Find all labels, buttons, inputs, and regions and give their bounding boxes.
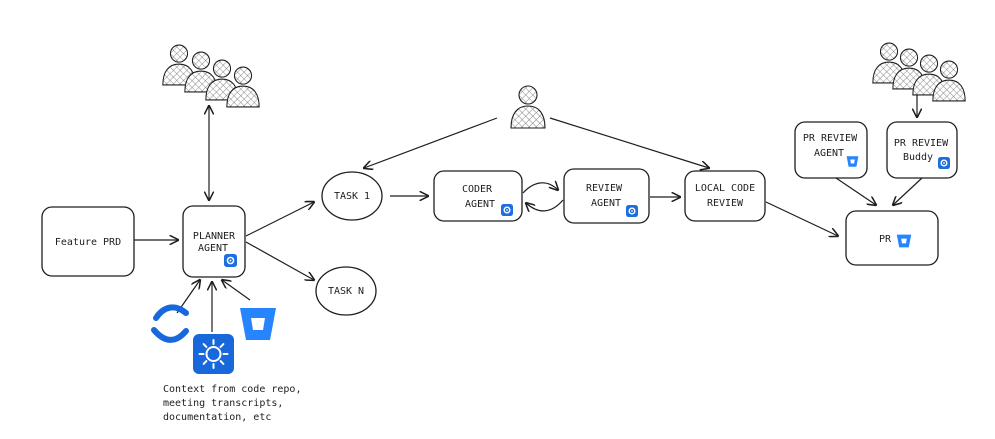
- node-planner-agent: PLANNER AGENT: [182, 205, 246, 278]
- agent-badge-icon: [938, 157, 950, 169]
- node-pr-review-buddy: PR REVIEW Buddy: [886, 121, 958, 179]
- task-n-label: TASK N: [328, 286, 364, 297]
- edge-pr-review-buddy-to-pr: [893, 177, 923, 205]
- coder-agent-label-line2: AGENT: [465, 199, 495, 210]
- local-code-review-label-line2: REVIEW: [707, 198, 744, 209]
- context-note-line3: documentation, etc: [163, 412, 271, 423]
- bitbucket-icon: [240, 308, 276, 340]
- edge-bitbucket-to-planner: [222, 280, 251, 301]
- people-group-icon: [162, 44, 260, 108]
- context-note: Context from code repo, meeting transcri…: [163, 384, 301, 423]
- feature-prd-label: Feature PRD: [55, 237, 121, 248]
- coder-agent-label-line1: CODER: [462, 184, 493, 195]
- edge-coder-to-review: [522, 183, 558, 194]
- context-note-line1: Context from code repo,: [163, 384, 301, 395]
- node-coder-agent: CODER AGENT: [433, 170, 523, 222]
- edge-pr-review-agent-to-pr: [835, 177, 876, 205]
- confluence-icon: [151, 304, 189, 343]
- review-agent-label-line1: REVIEW: [586, 183, 623, 194]
- agent-badge-icon: [626, 205, 638, 217]
- node-pr-review-agent: PR REVIEW AGENT: [794, 121, 868, 179]
- reviewers-group-icon: [872, 42, 966, 102]
- node-local-code-review: LOCAL CODE REVIEW: [684, 170, 766, 222]
- bitbucket-icon: [846, 156, 859, 167]
- edge-user-to-local-review: [549, 117, 709, 168]
- rovo-icon: [193, 334, 234, 374]
- edge-local-to-pr: [765, 201, 838, 236]
- edge-planner-to-task1: [245, 202, 314, 237]
- node-task-1: TASK 1: [321, 171, 383, 221]
- person-icon: [510, 85, 546, 129]
- edges: [134, 95, 923, 332]
- agent-badge-icon: [224, 254, 237, 267]
- task-1-label: TASK 1: [334, 191, 370, 202]
- agent-badge-icon: [501, 204, 513, 216]
- edge-planner-to-taskn: [245, 241, 314, 280]
- node-task-n: TASK N: [315, 266, 377, 316]
- edge-user-to-task1: [364, 117, 498, 168]
- pr-review-buddy-label-line1: PR REVIEW: [894, 138, 949, 149]
- node-feature-prd: Feature PRD: [41, 206, 135, 277]
- pr-label: PR: [879, 234, 892, 245]
- review-agent-label-line2: AGENT: [591, 198, 621, 209]
- node-review-agent: REVIEW AGENT: [563, 168, 650, 224]
- pr-review-buddy-label-line2: Buddy: [903, 152, 933, 163]
- edge-review-to-coder: [526, 199, 564, 211]
- planner-agent-label-line1: PLANNER: [193, 231, 236, 242]
- node-pr: PR: [845, 210, 939, 266]
- planner-agent-label-line2: AGENT: [198, 243, 228, 254]
- pr-review-agent-label-line1: PR REVIEW: [803, 133, 858, 144]
- local-code-review-label-line1: LOCAL CODE: [695, 183, 755, 194]
- pr-review-agent-label-line2: AGENT: [814, 148, 844, 159]
- bitbucket-icon: [896, 234, 912, 248]
- context-note-line2: meeting transcripts,: [163, 398, 283, 409]
